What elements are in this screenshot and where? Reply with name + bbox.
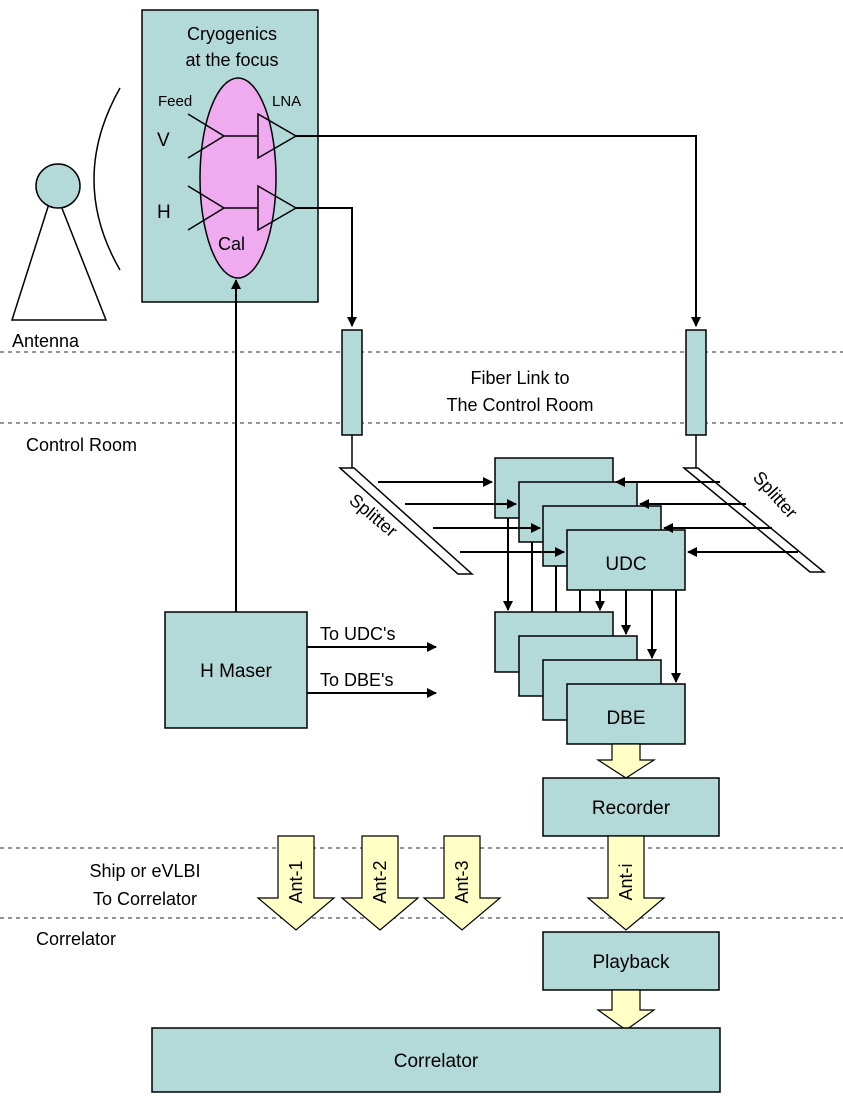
fiber-link-left: [341, 329, 363, 436]
feed-h-icon: [187, 185, 258, 231]
splitter-right: [681, 467, 827, 573]
antenna-icon: [10, 87, 121, 321]
feed-v-icon: [187, 113, 258, 159]
cryogenics-title: Cryogenics: [187, 24, 277, 44]
fiber-link-right: [685, 329, 707, 436]
ant-i-arrow: Ant-i: [586, 835, 666, 931]
udc-label: UDC: [605, 554, 646, 575]
ship-label-line1: Ship or eVLBI: [89, 861, 200, 881]
ant-1-label: Ant-1: [286, 860, 306, 903]
dbe-box-4: [566, 683, 686, 745]
ant-2-arrow: Ant-2: [340, 835, 420, 931]
control-room-zone-label: Control Room: [26, 435, 137, 455]
splitter-to-udc-arrows: [378, 477, 798, 557]
playback-label: Playback: [592, 952, 670, 973]
ship-label-line2: To Correlator: [93, 889, 197, 909]
dbe-to-recorder-arrow: [595, 743, 657, 779]
to-udc-label: To UDC's: [320, 624, 395, 644]
lna-label: LNA: [272, 93, 301, 110]
ant-3-arrow: Ant-3: [422, 835, 502, 931]
correlator-box: [151, 1027, 721, 1093]
dbe-label: DBE: [606, 708, 645, 729]
playback-box: [542, 931, 720, 991]
recorder-label: Recorder: [592, 798, 671, 819]
udc-box-4: [566, 529, 686, 591]
ant-3-label: Ant-3: [452, 860, 472, 903]
antenna-zone-label: Antenna: [12, 331, 80, 351]
splitter-left: [338, 467, 474, 575]
cal-ellipse: [199, 77, 277, 279]
lna-h-icon: [257, 184, 298, 232]
ant-2-label: Ant-2: [370, 860, 390, 903]
cryogenics-subtitle: at the focus: [185, 50, 278, 70]
correlator-zone-label: Correlator: [36, 929, 116, 949]
fiber-label-line2: The Control Room: [446, 395, 593, 415]
h-signal-wire: [296, 207, 357, 327]
pol-v-label: V: [157, 130, 170, 151]
h-maser-box: [164, 611, 308, 729]
v-signal-wire: [296, 135, 701, 327]
fiber-label-line1: Fiber Link to: [470, 368, 569, 388]
pol-h-label: H: [157, 202, 171, 223]
lna-v-icon: [257, 112, 298, 160]
splitter-right-label: Splitter: [749, 467, 801, 522]
ant-1-arrow: Ant-1: [256, 835, 336, 931]
feed-label: Feed: [158, 93, 192, 110]
correlator-label: Correlator: [394, 1051, 479, 1072]
h-maser-label: H Maser: [200, 661, 272, 682]
playback-to-correlator-arrow: [596, 989, 656, 1031]
to-dbe-label: To DBE's: [320, 670, 393, 690]
recorder-box: [542, 777, 720, 837]
ant-i-label: Ant-i: [616, 863, 636, 900]
cal-label: Cal: [218, 234, 245, 254]
